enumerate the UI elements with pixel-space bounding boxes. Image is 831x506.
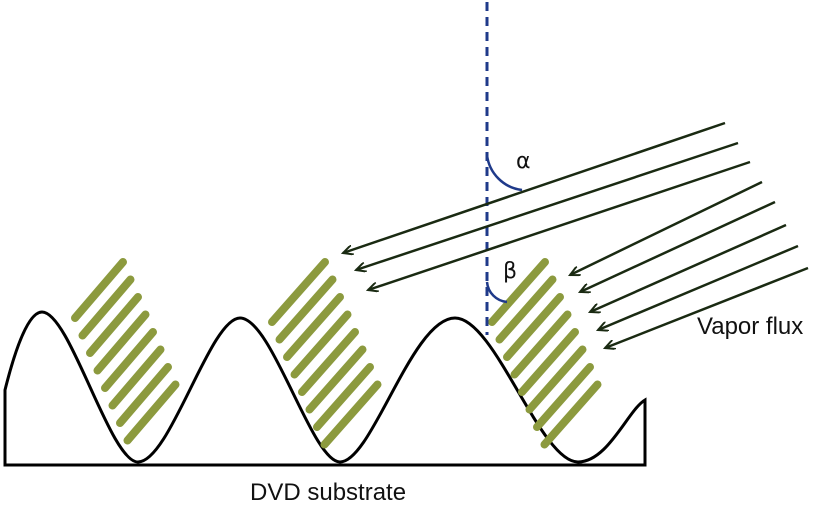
alpha-angle-arc xyxy=(485,154,523,192)
column-stroke xyxy=(108,345,165,410)
column-stroke xyxy=(71,258,127,322)
column-stroke xyxy=(101,328,157,392)
column-stroke xyxy=(518,328,579,396)
vapor-flux-arrows xyxy=(343,121,809,348)
column-stroke xyxy=(116,363,172,427)
column-stroke xyxy=(78,275,135,340)
flux-arrow xyxy=(356,141,739,270)
column-stroke xyxy=(93,310,150,375)
column-stroke xyxy=(488,258,549,326)
flux-arrow xyxy=(590,223,787,312)
flux-arrow xyxy=(598,244,799,330)
column-stroke xyxy=(283,293,344,361)
alpha-label: α xyxy=(516,149,531,174)
column-stroke xyxy=(320,380,382,449)
column-stroke xyxy=(503,293,564,361)
columns-group-1 xyxy=(71,258,180,445)
column-stroke xyxy=(533,363,594,431)
substrate-label: DVD substrate xyxy=(250,479,406,506)
column-stroke xyxy=(86,293,142,357)
columns-group-2 xyxy=(268,258,382,449)
flux-arrow xyxy=(570,180,763,275)
substrate-profile xyxy=(3,310,647,467)
column-stroke xyxy=(268,258,329,326)
flux-arrow xyxy=(343,121,726,253)
column-stroke xyxy=(305,345,367,414)
column-stroke xyxy=(290,310,352,379)
flux-arrow xyxy=(368,160,751,290)
column-stroke xyxy=(275,275,337,344)
beta-angle-arc xyxy=(485,281,508,304)
column-stroke xyxy=(313,363,374,431)
column-stroke xyxy=(298,328,359,396)
beta-label: β xyxy=(503,259,517,284)
vapor-flux-label: Vapor flux xyxy=(697,313,803,340)
flux-arrow xyxy=(580,200,776,292)
column-stroke xyxy=(495,275,557,344)
column-stroke xyxy=(123,380,180,445)
column-stroke xyxy=(525,345,587,414)
columns-group-3 xyxy=(488,258,602,449)
column-stroke xyxy=(540,380,602,449)
column-stroke xyxy=(510,310,572,379)
flux-arrow xyxy=(605,266,809,348)
